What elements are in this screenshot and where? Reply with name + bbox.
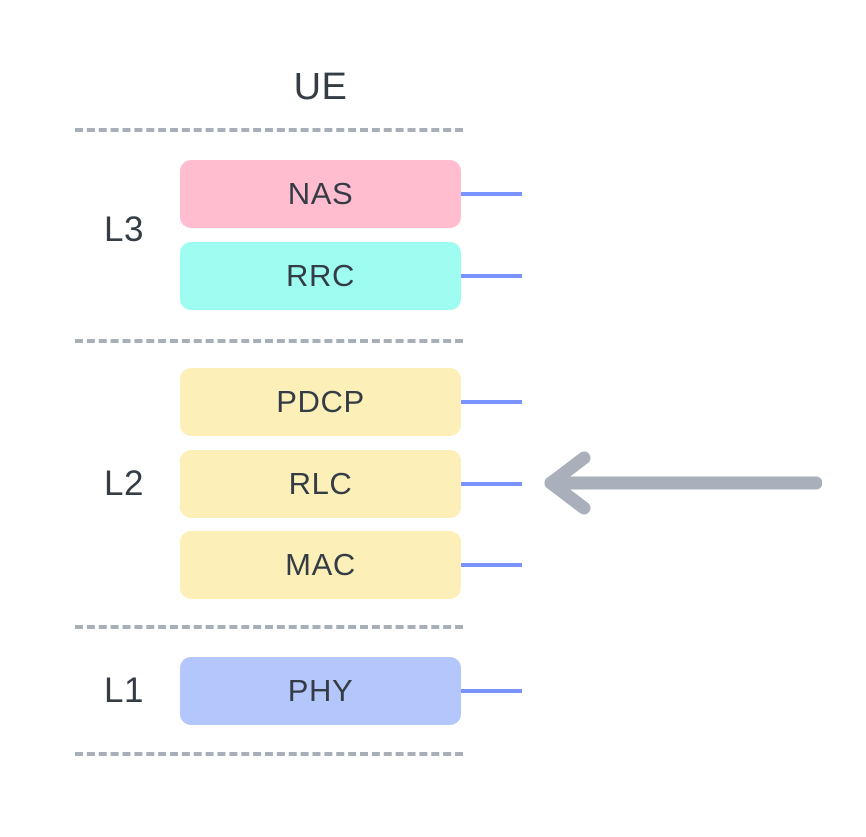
- arrow-left-icon: [538, 450, 822, 516]
- layer-box-phy[interactable]: PHY: [180, 657, 461, 725]
- layer-box-nas[interactable]: NAS: [180, 160, 461, 228]
- layer-label-pdcp: PDCP: [276, 384, 365, 419]
- connector-pdcp: [461, 400, 522, 404]
- connector-rrc: [461, 274, 522, 278]
- layer-label-phy: PHY: [287, 673, 354, 708]
- group-label-l3-text: L3: [104, 210, 144, 249]
- group-label-l2-text: L2: [104, 464, 144, 503]
- connector-phy: [461, 689, 522, 693]
- layer-box-mac[interactable]: MAC: [180, 531, 461, 599]
- divider-bottom: [75, 752, 463, 756]
- layer-box-rlc[interactable]: RLC: [180, 450, 461, 518]
- layer-label-rrc: RRC: [286, 258, 355, 293]
- divider-top: [75, 128, 463, 132]
- layer-label-mac: MAC: [285, 547, 356, 582]
- group-label-l1-text: L1: [104, 671, 144, 710]
- group-label-l1: L1: [88, 671, 160, 711]
- layer-box-rrc[interactable]: RRC: [180, 242, 461, 310]
- connector-mac: [461, 563, 522, 567]
- connector-nas: [461, 192, 522, 196]
- divider-l3-l2: [75, 339, 463, 343]
- layer-label-rlc: RLC: [288, 466, 353, 501]
- group-label-l2: L2: [88, 464, 160, 504]
- divider-l2-l1: [75, 625, 463, 629]
- page-title: UE: [293, 66, 348, 108]
- layer-box-pdcp[interactable]: PDCP: [180, 368, 461, 436]
- connector-rlc: [461, 482, 522, 486]
- group-label-l3: L3: [88, 210, 160, 250]
- layer-label-nas: NAS: [287, 176, 354, 211]
